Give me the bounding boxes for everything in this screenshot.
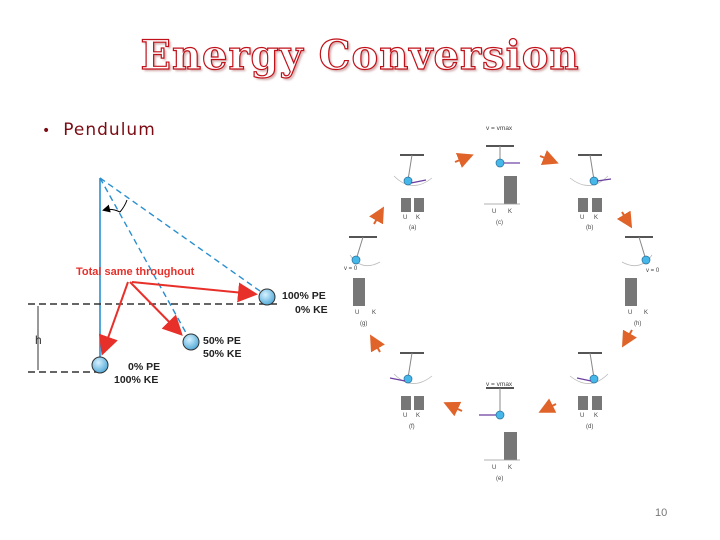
svg-text:(g): (g): [360, 321, 367, 327]
svg-text:(c): (c): [496, 220, 503, 226]
bob-bottom: [91, 356, 109, 374]
string-top: [99, 177, 268, 297]
cycle-arrow: [454, 153, 474, 168]
cycle-arrow: [622, 329, 637, 348]
height-label: h: [35, 333, 42, 347]
bullet-item: • Pendulum: [42, 120, 156, 140]
bullet-icon: •: [42, 123, 52, 139]
svg-text:(d): (d): [586, 424, 593, 430]
frame-f: U K (f): [389, 352, 433, 430]
cycle-arrow: [370, 334, 385, 353]
angle-arc: [102, 204, 121, 213]
svg-text:K: K: [594, 215, 598, 221]
bob-mid: [182, 333, 200, 351]
frame-c: v = vmax U K (c): [484, 125, 520, 226]
cycle-arrow: [538, 398, 557, 413]
svg-text:v = vmax: v = vmax: [486, 125, 513, 132]
bullet-label: Pendulum: [63, 120, 156, 140]
svg-text:U: U: [492, 209, 496, 215]
bottom-ke-label: 100% KE: [114, 374, 158, 386]
svg-text:v = 0: v = 0: [646, 268, 660, 274]
svg-text:U: U: [492, 465, 496, 471]
total-annotation: Total same throughout: [76, 266, 195, 278]
page-number: 10: [655, 507, 668, 519]
svg-text:U: U: [580, 413, 584, 419]
svg-text:(a): (a): [409, 225, 416, 231]
cycle-arrow: [616, 210, 633, 229]
svg-text:v = 0: v = 0: [344, 266, 358, 272]
frame-a: U K (a): [393, 154, 433, 231]
svg-text:U: U: [355, 310, 359, 316]
svg-text:(f): (f): [409, 424, 415, 430]
svg-text:K: K: [644, 310, 648, 316]
svg-text:(e): (e): [496, 476, 503, 482]
svg-text:(b): (b): [586, 225, 593, 231]
bottom-pe-label: 0% PE: [128, 361, 160, 373]
top-ke-label: 0% KE: [295, 304, 328, 316]
svg-text:(h): (h): [634, 321, 641, 327]
svg-text:U: U: [403, 215, 407, 221]
frame-b: U K (b): [569, 154, 612, 231]
svg-text:K: K: [594, 413, 598, 419]
arrow-to-mid: [129, 281, 183, 336]
svg-text:K: K: [416, 413, 420, 419]
frame-d: U K (d): [569, 352, 609, 430]
svg-text:U: U: [580, 215, 584, 221]
frame-e: v = vmax U K (e): [479, 381, 520, 482]
svg-text:K: K: [416, 215, 420, 221]
mid-pe-label: 50% PE: [203, 335, 241, 347]
svg-text:K: K: [372, 310, 376, 316]
mid-ke-label: 50% KE: [203, 348, 242, 360]
svg-text:U: U: [628, 310, 632, 316]
slide-title: Energy Conversion: [140, 31, 580, 79]
svg-text:U: U: [403, 413, 407, 419]
cycle-arrow: [443, 401, 463, 417]
string-mid: [99, 177, 191, 341]
svg-text:K: K: [508, 209, 512, 215]
svg-text:K: K: [508, 465, 512, 471]
frame-h: v = 0 U K (h): [621, 236, 660, 327]
cycle-arrow: [539, 150, 559, 165]
arrow-to-top: [131, 281, 258, 303]
frame-g: v = 0 U K (g): [344, 236, 381, 327]
svg-text:v = vmax: v = vmax: [486, 381, 513, 388]
cycle-arrow: [369, 206, 384, 225]
top-pe-label: 100% PE: [282, 290, 326, 302]
bob-top: [258, 288, 276, 306]
arrow-to-bottom: [98, 281, 129, 356]
